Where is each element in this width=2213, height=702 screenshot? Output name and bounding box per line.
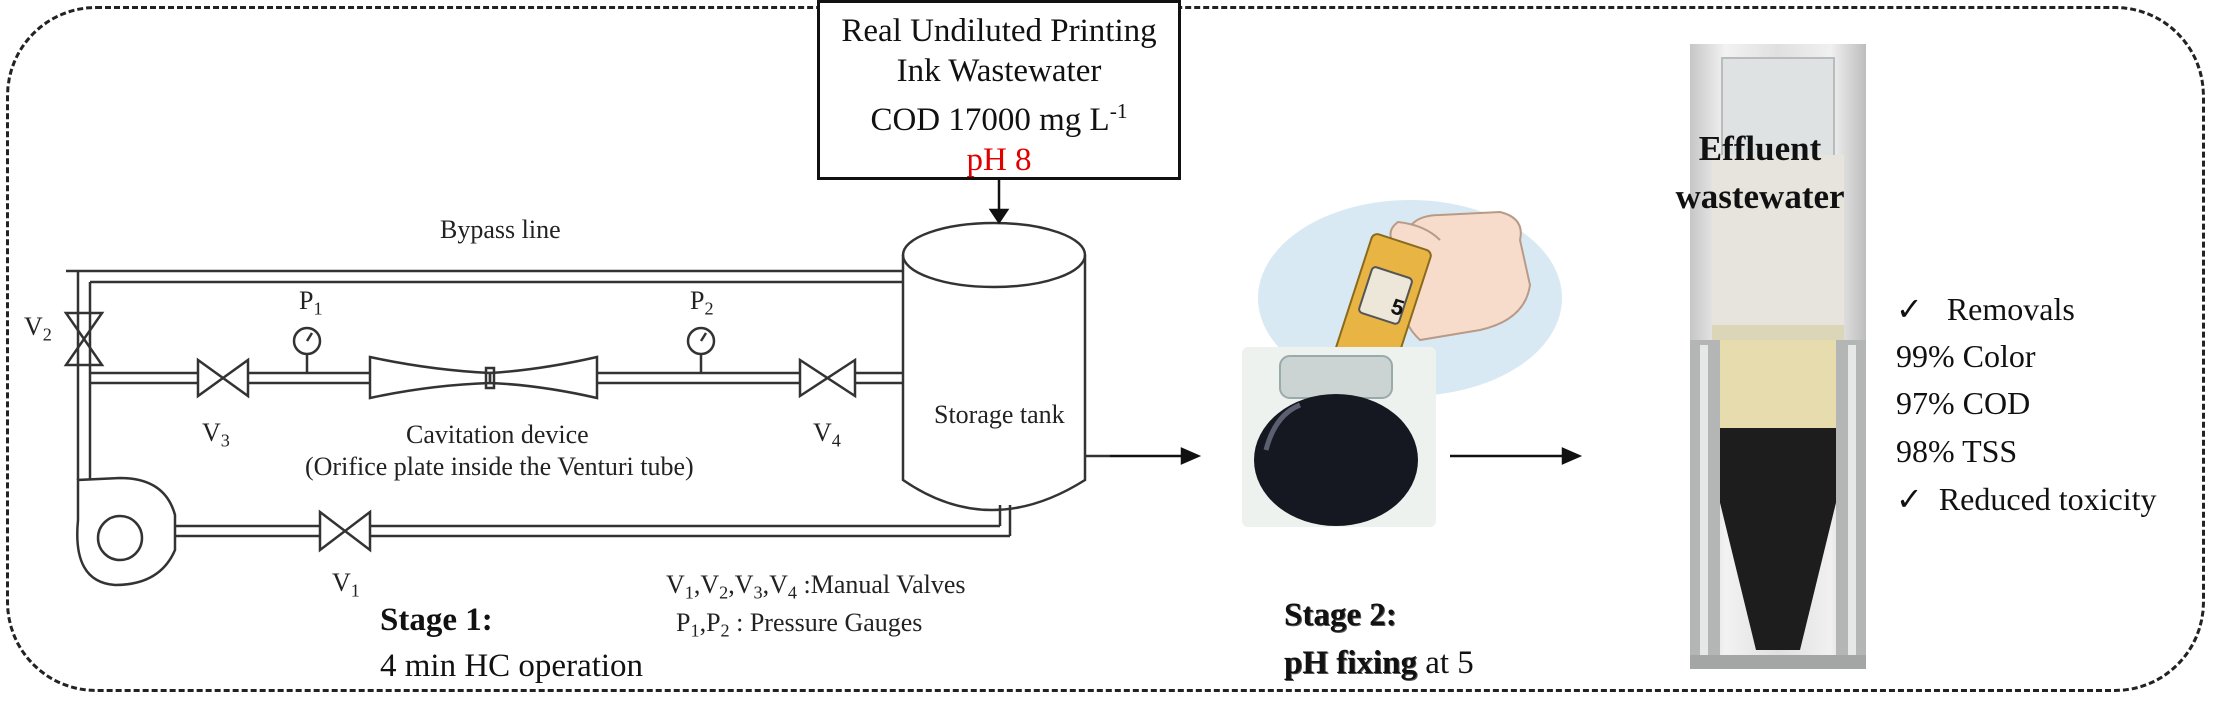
cod-unit-exponent: -1: [1109, 99, 1128, 123]
storage-tank-top: [901, 221, 1087, 289]
input-line2: Ink Wastewater: [896, 53, 1102, 89]
imhoff-cone-photo: [1690, 44, 1866, 669]
cavitation-device-detail: (Orifice plate inside the Venturi tube): [305, 452, 694, 481]
effluent-label-line1: Effluent: [1698, 129, 1822, 168]
valve-v4-label: V4: [813, 418, 841, 451]
storage-tank: [901, 255, 1087, 512]
venturi-tube: [368, 355, 492, 400]
valve-v2-symbol: [63, 311, 105, 367]
gauge-p1-label: P1: [299, 286, 323, 319]
result-item: 98% TSS: [1896, 433, 2018, 469]
legend-valves: V1,V2,V3,V4 :Manual Valves: [666, 570, 966, 603]
hand-icon: [1402, 210, 1532, 342]
venturi-tube: [488, 355, 599, 400]
legend-gauges: P1,P2 : Pressure Gauges: [676, 608, 923, 641]
jar-lid: [1279, 355, 1393, 399]
result-item: 97% COD: [1896, 385, 2031, 421]
result-item: 99% Color: [1896, 338, 2036, 374]
gauge-p2-label: P2: [690, 286, 714, 319]
valve-v2-label: V2: [24, 312, 52, 345]
removals-heading: ✓ Removals: [1896, 291, 2075, 327]
valve-v3-label: V3: [202, 418, 230, 451]
input-ph: pH 8: [966, 141, 1032, 178]
pump-impeller: [96, 514, 144, 562]
check-icon: ✓: [1896, 481, 1923, 517]
stage2-description: pH fixing at 5: [1284, 645, 1474, 681]
orifice-plate: [484, 366, 496, 390]
valve-v1-symbol: [318, 509, 372, 553]
stage1-title: Stage 1:: [380, 602, 493, 638]
jar-highlight: [1263, 402, 1302, 451]
gauge-p1-needle: [305, 332, 314, 342]
stage2-arrowhead: [1561, 447, 1583, 465]
storage-tank-label: Storage tank: [934, 400, 1065, 429]
cavitation-device-label: Cavitation device: [406, 420, 589, 449]
input-cod: COD 17000 mg L-1: [870, 99, 1128, 138]
toxicity-result: ✓ Reduced toxicity: [1896, 481, 2157, 517]
stage2-title: Stage 2:: [1284, 597, 1397, 633]
input-line1: Real Undiluted Printing: [841, 13, 1157, 49]
input-wastewater-box: Real Undiluted Printing Ink Wastewater C…: [817, 0, 1181, 180]
effluent-label-line2: wastewater: [1675, 177, 1845, 216]
stage1-arrowhead: [1180, 447, 1202, 465]
check-icon: ✓: [1896, 291, 1923, 327]
gauge-p2-needle: [699, 332, 708, 342]
stage1-description: 4 min HC operation: [380, 648, 644, 684]
bypass-line-label: Bypass line: [440, 215, 561, 244]
jar-body: [1254, 394, 1418, 526]
valve-v1-label: V1: [332, 568, 360, 601]
input-arrowhead: [988, 208, 1010, 225]
valve-v3-symbol: [196, 357, 250, 399]
valve-v4-symbol: [798, 357, 857, 399]
pump-casing: [76, 476, 177, 587]
